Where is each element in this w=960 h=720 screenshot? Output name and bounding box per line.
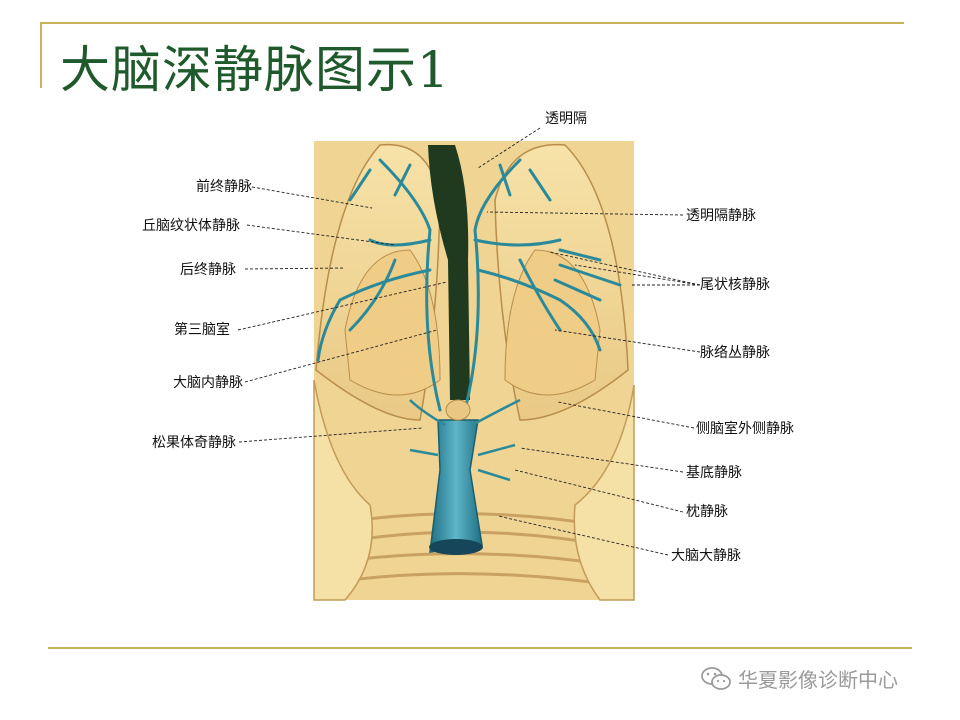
label-third-ventricle: 第三脑室 — [174, 321, 230, 338]
brain-illustration — [313, 141, 635, 601]
label-anterior-terminal-vein: 前终静脉 — [196, 178, 252, 195]
label-pineal-vein: 松果体奇静脉 — [152, 434, 236, 451]
top-rule — [40, 22, 904, 24]
footer-watermark: 华夏影像诊断中心 — [700, 664, 898, 693]
label-great-cerebral-vein: 大脑大静脉 — [671, 548, 741, 564]
label-lateral-ventricle-vein: 侧脑室外侧静脉 — [696, 420, 794, 437]
label-basal-vein: 基底静脉 — [686, 464, 742, 481]
label-internal-cerebral-vein: 大脑内静脉 — [173, 375, 243, 391]
label-septum-pellucidum: 透明隔 — [545, 111, 587, 127]
label-occipital-vein: 枕静脉 — [686, 504, 728, 520]
label-septal-vein: 透明隔静脉 — [686, 208, 756, 224]
leader-lines — [237, 127, 701, 556]
anatomy-labels: 透明隔 前终静脉 丘脑纹状体静脉 后终静脉 第三脑室 大脑内静脉 松果体奇静脉 … — [142, 111, 794, 564]
left-rule — [40, 22, 42, 88]
page-title: 大脑深静脉图示1 — [60, 41, 450, 99]
label-thalamostriate-vein: 丘脑纹状体静脉 — [142, 218, 240, 234]
footer-text: 华夏影像诊断中心 — [738, 668, 898, 692]
label-posterior-terminal-vein: 后终静脉 — [180, 262, 236, 278]
wechat-icon — [701, 666, 731, 690]
label-choroid-plexus-vein: 脉络丛静脉 — [700, 345, 770, 361]
label-caudate-vein: 尾状核静脉 — [700, 277, 770, 293]
bottom-rule — [48, 647, 912, 649]
